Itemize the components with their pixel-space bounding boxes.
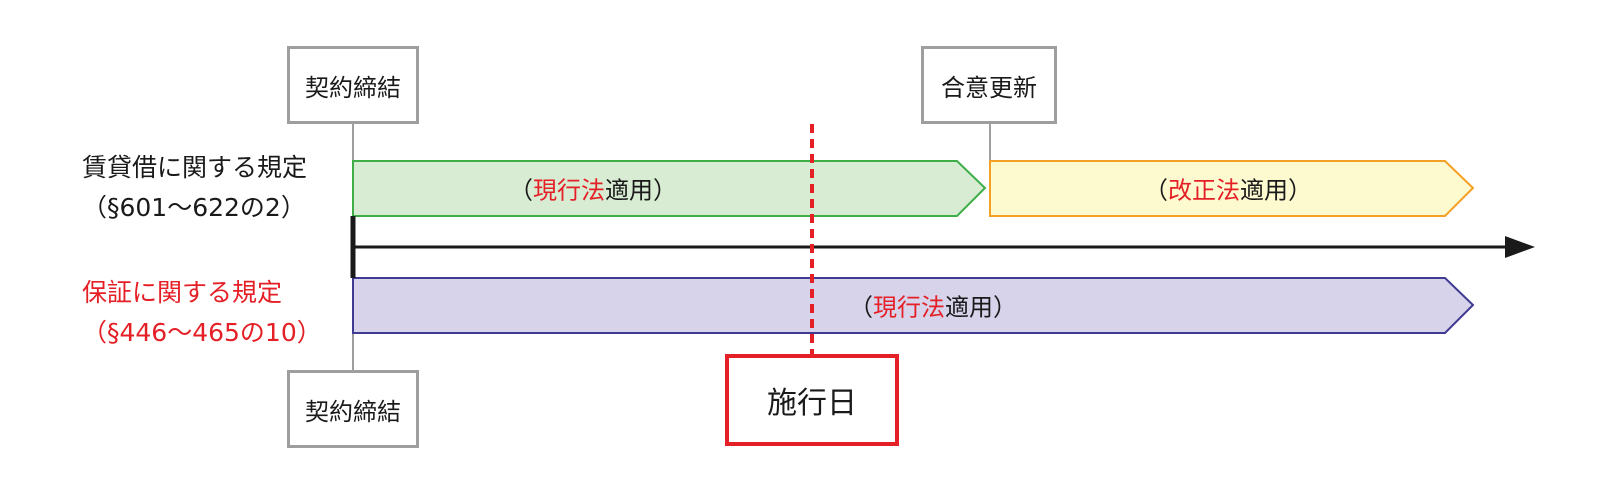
- guarantee-current-label: （現行法適用）: [849, 288, 1017, 323]
- lease-title: 賃貸借に関する規定: [82, 153, 308, 182]
- lease-revised-law: 改正法: [1168, 176, 1240, 205]
- lease-current-open: （: [509, 176, 533, 205]
- lease-revised-band: [989, 160, 1475, 217]
- guarantee-title: 保証に関する規定: [82, 278, 283, 307]
- contract-box-bottom: 契約締結: [287, 370, 419, 448]
- lease-revised-label: （改正法適用）: [1144, 171, 1312, 206]
- contract-box-top: 契約締結: [287, 46, 419, 124]
- guarantee-current-law: 現行法: [873, 293, 945, 322]
- guarantee-sections: （§446〜465の10）: [82, 318, 322, 347]
- time-axis-arrowhead: [1505, 236, 1535, 258]
- guarantee-current-band: [352, 277, 1475, 334]
- renewal-box: 合意更新: [921, 46, 1057, 124]
- effective-date-box: 施行日: [725, 354, 899, 446]
- lease-current-label: （現行法適用）: [509, 171, 677, 206]
- lease-current-band: [352, 160, 987, 217]
- lease-sections: （§601〜622の2）: [82, 193, 306, 222]
- guarantee-current-suffix: 適用）: [945, 293, 1017, 322]
- lease-revised-suffix: 適用）: [1240, 176, 1312, 205]
- lease-revised-open: （: [1144, 176, 1168, 205]
- lease-current-suffix: 適用）: [605, 176, 677, 205]
- guarantee-current-open: （: [849, 293, 873, 322]
- lease-current-law: 現行法: [533, 176, 605, 205]
